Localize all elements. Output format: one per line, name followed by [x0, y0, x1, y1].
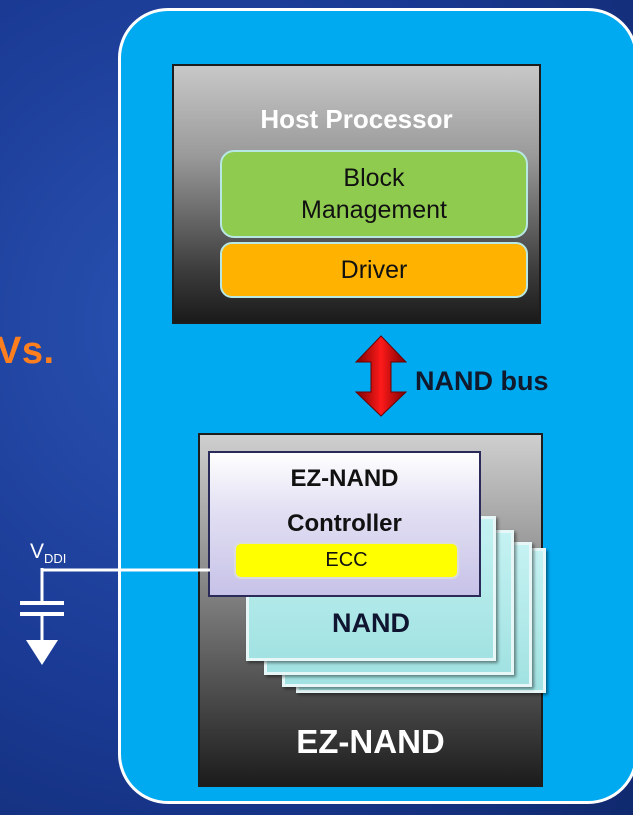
controller-title-line1: EZ-NAND	[290, 465, 399, 492]
ecc-box: ECC	[234, 542, 459, 579]
double-arrow-icon	[354, 335, 408, 417]
vddi-label-sub: DDI	[44, 551, 67, 566]
host-processor-box: Host Processor Block Management Driver	[172, 64, 541, 324]
ez-nand-title: EZ-NAND	[296, 723, 445, 760]
nand-label: NAND	[332, 608, 410, 638]
block-management-line1: Block	[343, 164, 405, 192]
controller-title-line2: Controller	[287, 510, 402, 537]
driver-box: Driver	[220, 242, 528, 298]
ground-arrow-icon	[26, 640, 58, 665]
vddi-label: VDDI	[30, 540, 66, 566]
ez-nand-controller-box: EZ-NAND Controller ECC	[208, 451, 481, 597]
vs-label: Vs.	[0, 330, 55, 372]
block-management-box: Block Management	[220, 150, 528, 238]
host-processor-title: Host Processor	[260, 104, 453, 134]
nand-bus-label: NAND bus	[415, 366, 549, 396]
block-management-line2: Management	[301, 196, 447, 224]
vddi-label-main: V	[30, 540, 45, 563]
